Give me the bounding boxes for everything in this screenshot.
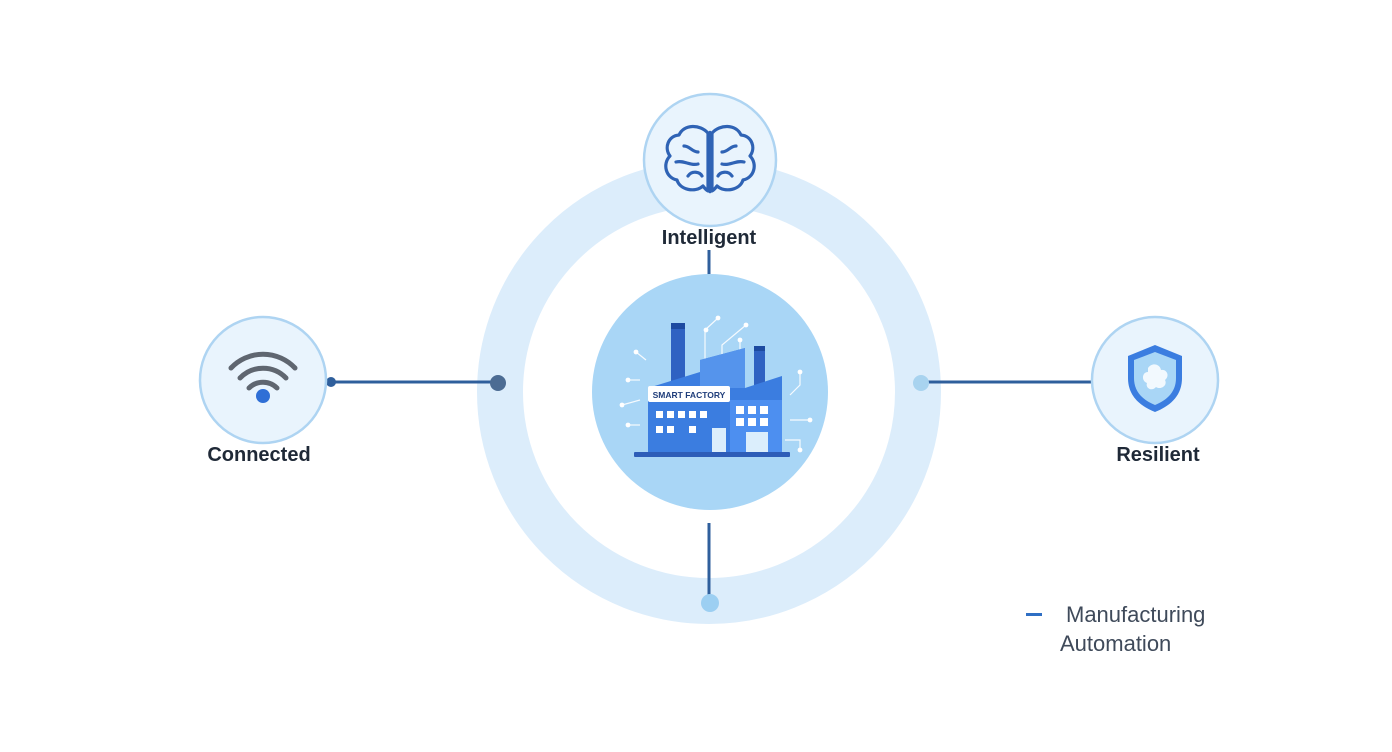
node-resilient[interactable]: [1090, 315, 1220, 445]
connector-dot-bottom: [701, 594, 719, 612]
factory-sign: [648, 386, 730, 402]
connectors: [331, 250, 1092, 596]
label-intelligent: Intelligent: [661, 227, 757, 249]
legend-swatch: [1026, 612, 1042, 616]
legend-line2: Automation: [1060, 631, 1172, 656]
connector-dot-left-outer: [326, 377, 336, 387]
node-intelligent[interactable]: [642, 92, 778, 228]
shield-icon: [1128, 345, 1182, 412]
legend: Manufacturing Automation: [1026, 600, 1205, 658]
node-connected[interactable]: [198, 315, 328, 445]
smart-factory-icon: SMART FACTORY: [619, 315, 813, 457]
connector-dot-left-ring: [490, 375, 506, 391]
factory-sign-text: SMART FACTORY: [653, 390, 726, 400]
connector-dot-right-ring: [913, 375, 929, 391]
brain-icon: [664, 124, 756, 194]
wifi-dot: [256, 389, 270, 403]
wifi-icon: [228, 351, 298, 391]
label-connected: Connected: [207, 444, 311, 466]
label-resilient: Resilient: [1116, 444, 1200, 466]
legend-line1: Manufacturing: [1066, 602, 1206, 627]
